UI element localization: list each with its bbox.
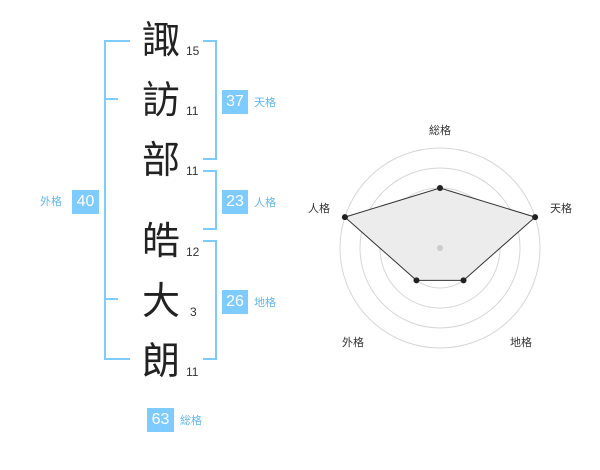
- name-char-6: 朗: [141, 339, 180, 383]
- axis-label-soukaku: 総格: [429, 123, 451, 137]
- stroke-count-3: 11: [186, 164, 199, 178]
- axis-label-jinkaku: 人格: [308, 201, 330, 215]
- radar-chart: 総格 天格 地格 外格 人格: [308, 123, 572, 349]
- radar-ring: [359, 167, 521, 329]
- chikaku-bracket: [203, 240, 217, 360]
- stroke-count-1: 15: [186, 44, 200, 58]
- radar-point-5: [341, 214, 348, 221]
- jinkaku-label: 人格: [254, 196, 276, 209]
- stroke-count-5: 3: [190, 305, 197, 319]
- jinkaku-bracket: [203, 170, 217, 230]
- radar-ring: [339, 147, 541, 349]
- soukaku-badge: 63: [147, 408, 174, 432]
- stroke-count-4: 12: [186, 245, 200, 259]
- name-char-3: 部: [141, 138, 180, 182]
- tenkaku-badge: 37: [222, 90, 248, 114]
- soukaku-label: 総格: [180, 414, 202, 427]
- radar-point-1: [437, 185, 443, 191]
- radar-point-2: [532, 214, 539, 221]
- name-char-4: 皓: [141, 219, 180, 263]
- gaikaku-bracket: [104, 40, 130, 360]
- stroke-count-6: 11: [186, 365, 199, 379]
- chikaku-label: 地格: [254, 296, 276, 309]
- name-char-5: 大: [141, 279, 180, 323]
- gaikaku-badge: 40: [72, 190, 99, 214]
- radar-points: [341, 185, 539, 284]
- tenkaku-label: 天格: [254, 96, 276, 109]
- chikaku-badge: 26: [222, 290, 248, 314]
- gaikaku-bracket-tick-1: [104, 98, 118, 100]
- stroke-count-2: 11: [186, 104, 199, 118]
- radar-area: [343, 187, 537, 281]
- axis-label-gaikaku: 外格: [342, 335, 364, 349]
- gaikaku-bracket-tick-2: [104, 298, 118, 300]
- axis-label-chikaku: 地格: [510, 335, 532, 349]
- name-char-1: 諏: [141, 18, 180, 62]
- axis-label-tenkaku: 天格: [550, 201, 572, 215]
- name-char-2: 訪: [141, 78, 180, 122]
- radar-point-3: [460, 277, 467, 284]
- radar-center-dot: [437, 245, 443, 251]
- tenkaku-bracket: [203, 40, 217, 160]
- gaikaku-label: 外格: [40, 195, 62, 208]
- jinkaku-badge: 23: [222, 190, 248, 214]
- radar-point-4: [413, 277, 420, 284]
